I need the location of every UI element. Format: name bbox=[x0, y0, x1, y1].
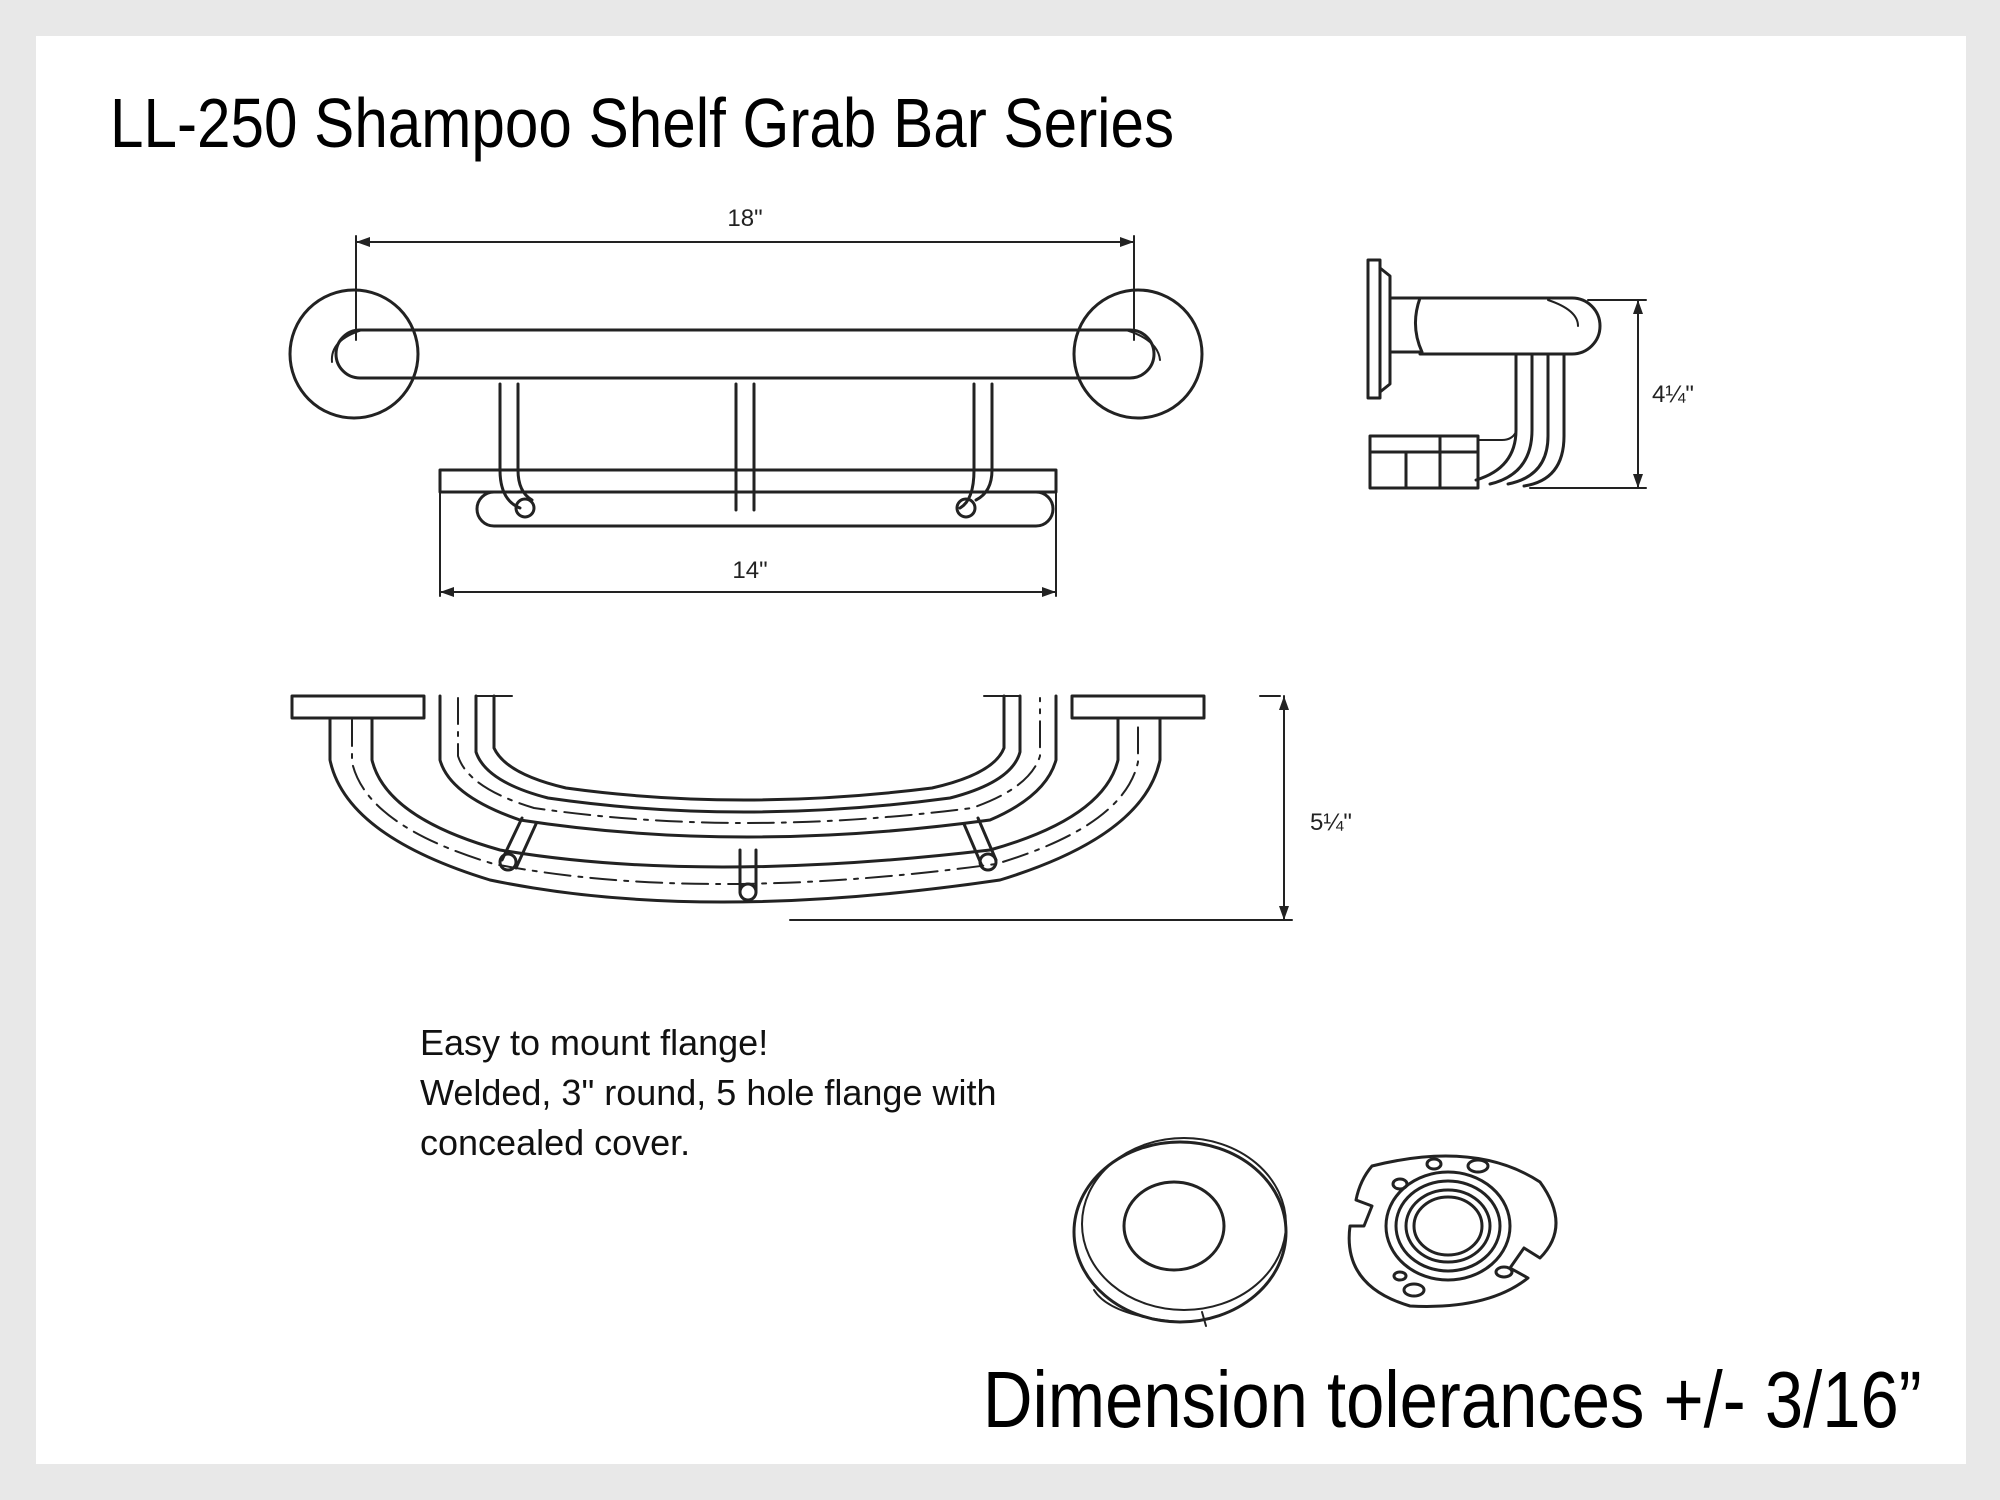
dimension-depth: 5¼" bbox=[1310, 809, 1352, 836]
tolerance-note: Dimension tolerances +/- 3/16” bbox=[983, 1355, 1922, 1444]
shelf-tray bbox=[475, 490, 1055, 528]
note-line: Welded, 3" round, 5 hole flange with bbox=[420, 1072, 997, 1113]
flange-notes: Easy to mount flange! Welded, 3" round, … bbox=[420, 1018, 997, 1168]
note-line: Easy to mount flange! bbox=[420, 1022, 769, 1063]
dimension-side-height: 4¼" bbox=[1652, 381, 1694, 408]
side-view: 4¼" bbox=[1366, 258, 1694, 490]
dimension-shelf-length: 14" bbox=[732, 557, 767, 584]
front-view: 18" 14" bbox=[288, 205, 1204, 597]
flange-cover-detail bbox=[1072, 1137, 1288, 1327]
right-flange bbox=[1072, 288, 1204, 420]
note-line: concealed cover. bbox=[420, 1122, 691, 1163]
dimension-overall-length: 18" bbox=[727, 205, 762, 232]
mounting-flange-detail bbox=[1347, 1154, 1558, 1308]
drawing-sheet bbox=[36, 36, 1966, 1464]
grab-bar bbox=[334, 328, 1156, 380]
drawing-title: LL-250 Shampoo Shelf Grab Bar Series bbox=[110, 84, 1175, 162]
hanger-right bbox=[958, 382, 994, 510]
hanger-center bbox=[734, 382, 756, 512]
hanger-left bbox=[498, 382, 534, 510]
left-flange bbox=[288, 288, 420, 420]
top-view: 5¼" bbox=[290, 694, 1352, 921]
